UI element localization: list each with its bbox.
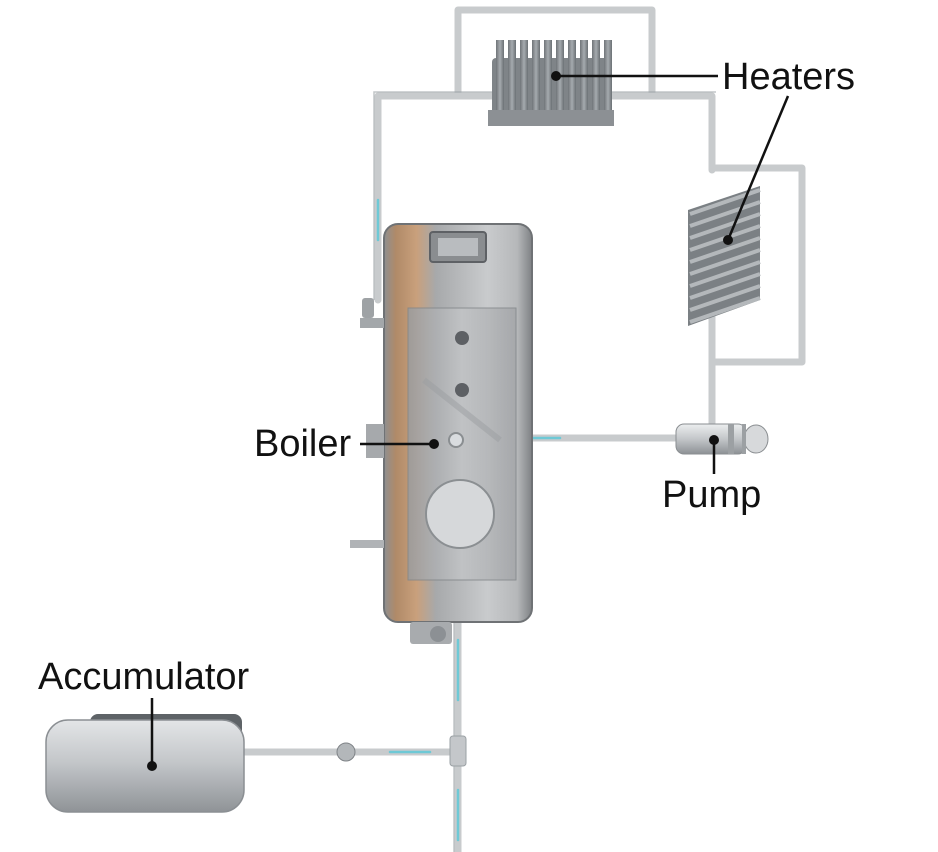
heaters-right-dot <box>723 235 733 245</box>
pump-label: Pump <box>662 474 762 516</box>
top-heater <box>488 40 614 126</box>
heaters-label: Heaters <box>722 56 856 98</box>
boiler <box>350 223 533 644</box>
boiler-label: Boiler <box>254 423 352 465</box>
accumulator <box>45 714 467 813</box>
boiler-dot <box>429 439 439 449</box>
heaters-leader-right <box>726 95 790 241</box>
heaters-top-dot <box>551 71 561 81</box>
pump-dot <box>709 435 719 445</box>
leader-dots <box>147 71 733 771</box>
pump <box>675 423 769 455</box>
leader-lines <box>150 74 790 766</box>
right-heater <box>688 186 761 326</box>
right-heater-fins <box>689 188 761 324</box>
accumulator-label: Accumulator <box>38 656 250 698</box>
accumulator-dot <box>147 761 157 771</box>
top-heater-fins <box>496 40 612 120</box>
